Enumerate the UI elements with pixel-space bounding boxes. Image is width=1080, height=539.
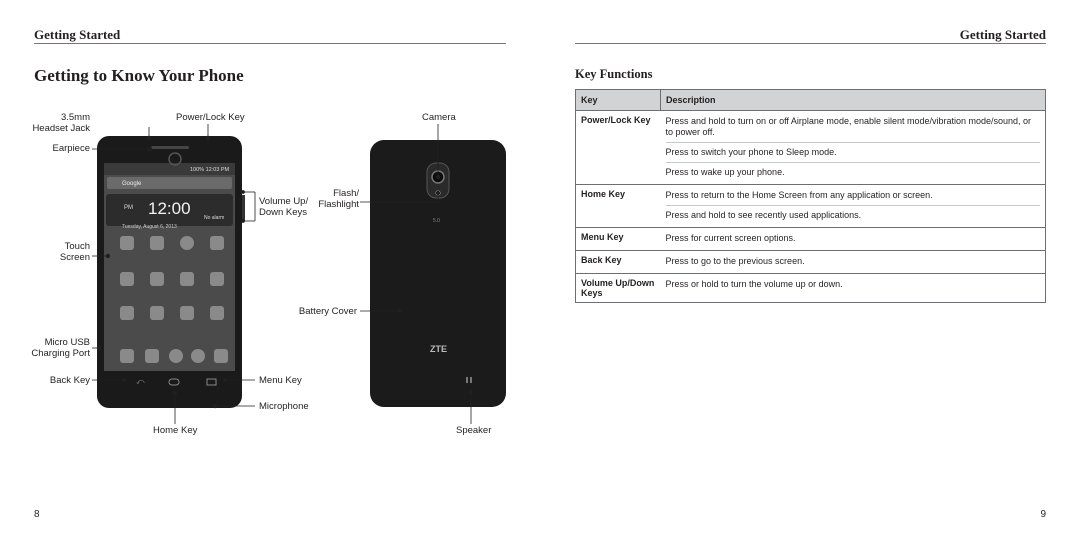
phone-back-body xyxy=(370,140,506,407)
key-description: Press and hold to turn on or off Airplan… xyxy=(660,110,1046,185)
zte-logo: ZTE xyxy=(430,344,447,354)
search-bar xyxy=(107,177,232,189)
key-description: Press to go to the previous screen. xyxy=(660,250,1046,274)
logo-icon xyxy=(168,152,182,166)
label-camera: Camera xyxy=(422,112,456,123)
section-title: Key Functions xyxy=(575,67,653,81)
page-number-left: 8 xyxy=(34,509,40,520)
table-row: Home Key Press to return to the Home Scr… xyxy=(575,184,1046,228)
right-header: Getting Started xyxy=(959,27,1046,42)
label-earpiece: Earpiece xyxy=(52,143,91,154)
key-name: Menu Key xyxy=(575,227,661,251)
label-volume: Volume Up/ Down Keys xyxy=(259,196,309,218)
label-speaker: Speaker xyxy=(456,425,492,436)
label-menu-key: Menu Key xyxy=(259,375,302,386)
table-row: Back Key Press to go to the previous scr… xyxy=(575,250,1046,274)
label-touch-screen: Touch Screen xyxy=(59,241,90,263)
key-name: Volume Up/Down Keys xyxy=(575,273,661,303)
key-description: Press or hold to turn the volume up or d… xyxy=(660,273,1046,303)
back-icon: ⤺ xyxy=(136,377,145,386)
key-description: Press to return to the Home Screen from … xyxy=(660,184,1046,228)
status-time: 100% 12:03 PM xyxy=(190,167,230,173)
table-header: Key Description xyxy=(575,89,1046,111)
label-battery-cover: Battery Cover xyxy=(298,306,357,317)
table-row: Power/Lock Key Press and hold to turn on… xyxy=(575,110,1046,185)
clock-ampm: PM xyxy=(124,205,133,211)
app-icons xyxy=(120,236,228,363)
col-description: Description xyxy=(660,89,1046,111)
key-functions-table: Key Description Power/Lock Key Press and… xyxy=(575,89,1046,303)
label-back-key: Back Key xyxy=(49,375,90,386)
label-power-lock: Power/Lock Key xyxy=(176,112,245,123)
earpiece-slot xyxy=(151,146,189,149)
back-label-small: 5.0 xyxy=(433,218,440,224)
key-description: Press for current screen options. xyxy=(660,227,1046,251)
col-key: Key xyxy=(575,89,661,111)
label-micro-usb: Micro USB Charging Port xyxy=(31,337,90,359)
right-header-rule xyxy=(575,43,1046,44)
table-row: Volume Up/Down Keys Press or hold to tur… xyxy=(575,273,1046,303)
label-home-key: Home Key xyxy=(153,425,198,436)
label-microphone: Microphone xyxy=(259,401,309,412)
home-icon xyxy=(168,378,180,386)
menu-icon xyxy=(206,378,217,386)
label-flash: Flash/ Flashlight xyxy=(318,188,359,210)
clock-widget xyxy=(106,194,233,226)
clock-date: Tuesday, August 6, 2013 xyxy=(122,224,177,230)
key-name: Home Key xyxy=(575,184,661,228)
table-row: Menu Key Press for current screen option… xyxy=(575,227,1046,251)
left-header: Getting Started xyxy=(34,27,121,42)
volume-keys xyxy=(242,195,245,221)
search-label: Google xyxy=(122,181,142,187)
page-number-right: 9 xyxy=(1040,509,1046,520)
label-headset-jack: 3.5mm Headset Jack xyxy=(32,112,90,134)
key-name: Back Key xyxy=(575,250,661,274)
clock-time: 12:00 xyxy=(148,199,191,218)
page-title: Getting to Know Your Phone xyxy=(34,66,244,85)
key-name: Power/Lock Key xyxy=(575,110,661,185)
alarm-text: No alarm xyxy=(204,215,225,221)
left-header-rule xyxy=(34,43,506,44)
